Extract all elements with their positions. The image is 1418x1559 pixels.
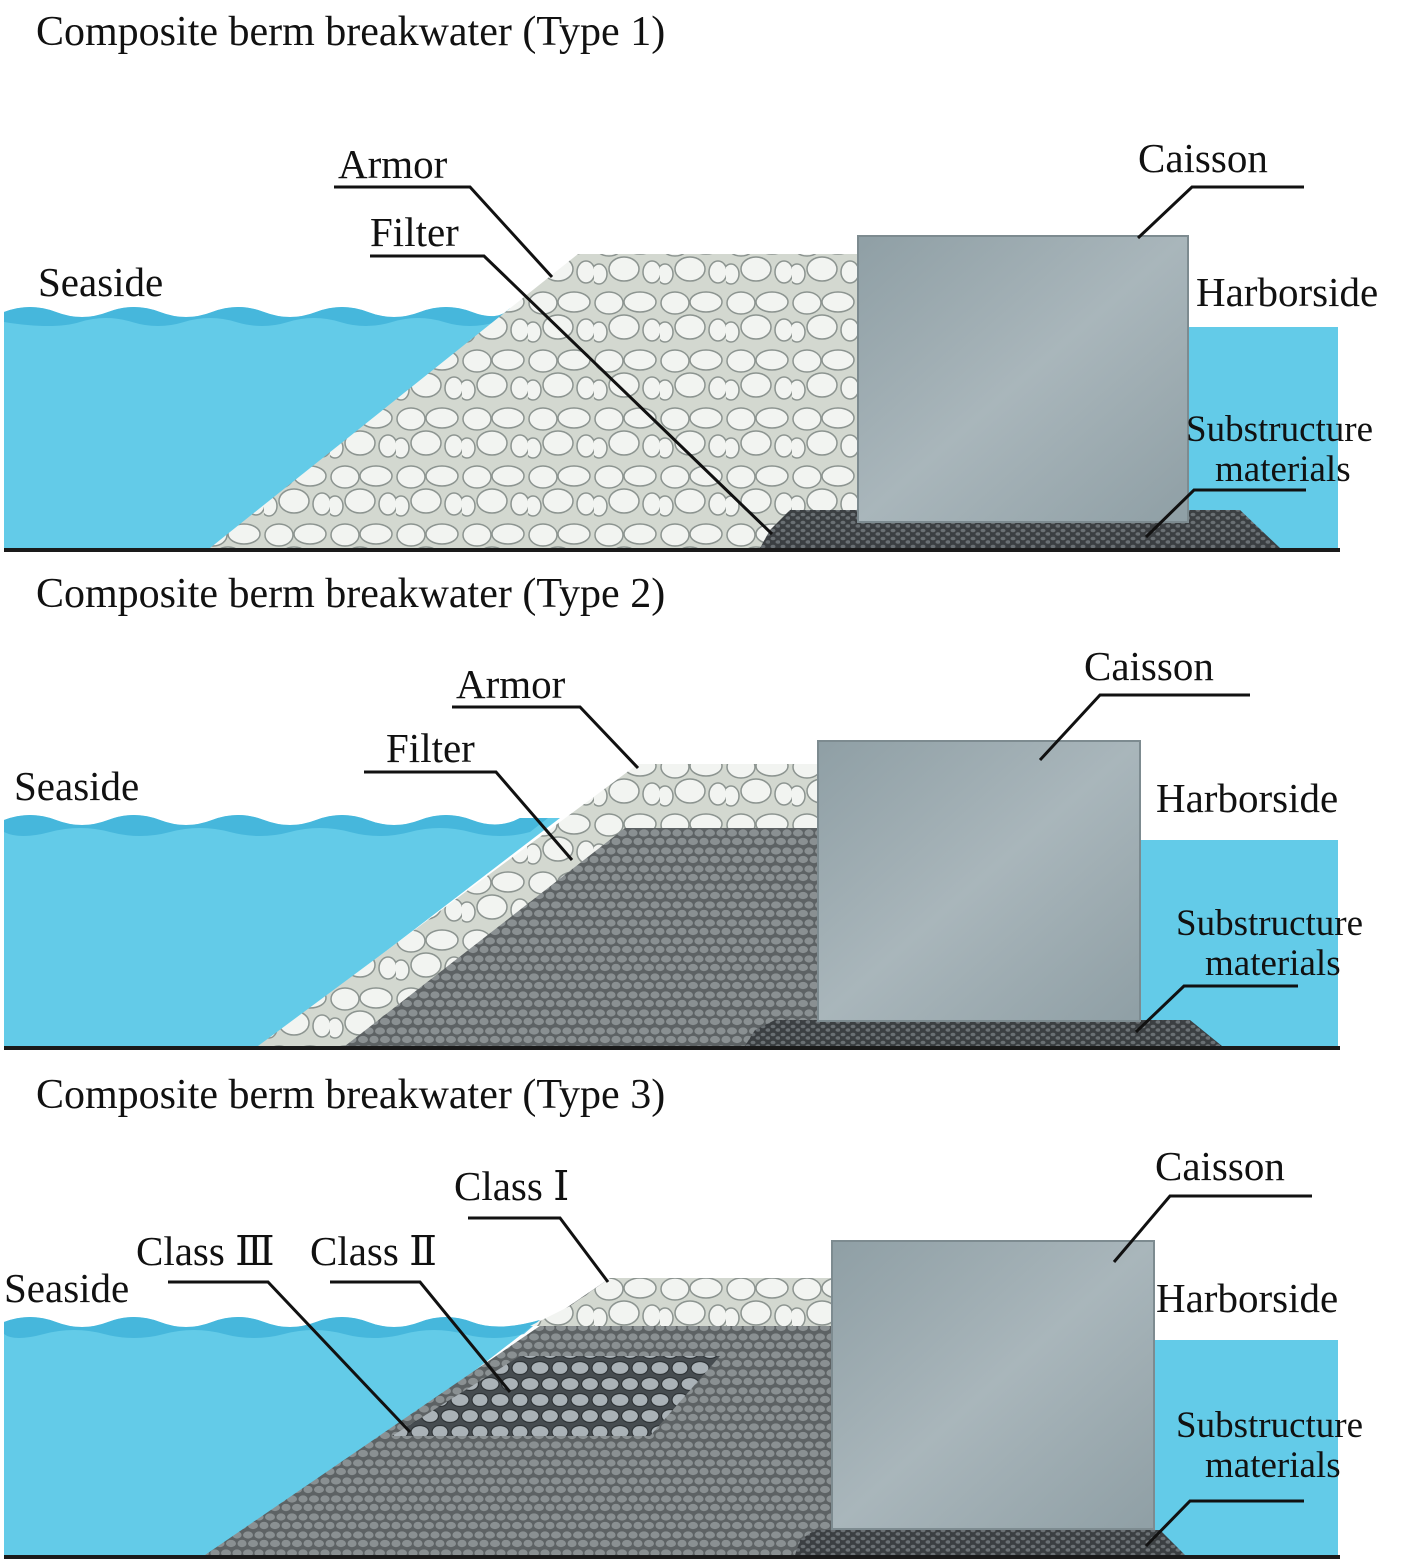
harborside-label: Harborside [1156,775,1338,821]
substructure-leader [1144,1499,1304,1548]
class1-label: Class Ⅰ [454,1163,569,1209]
seaside-label: Seaside [14,763,139,809]
substructure-label: Substructure [1186,409,1373,450]
wave-band [4,307,510,326]
substructure-label-line2: materials [1205,1445,1341,1486]
substructure-materials [795,1530,1185,1555]
armor-label: Armor [456,661,566,707]
armor-leader [334,185,554,279]
filter-leader [364,770,574,861]
harborside-label: Harborside [1156,1275,1338,1321]
caisson-leader [1112,1194,1312,1263]
harbor-water [1150,1340,1338,1555]
wave-band [4,1317,540,1338]
substructure-label-line2: materials [1215,449,1351,490]
seaside-label: Seaside [4,1265,129,1311]
caisson-label: Caisson [1138,135,1268,181]
filter-label: Filter [370,209,459,255]
caisson [817,740,1141,1022]
armor-leader [452,705,640,770]
harborside-label: Harborside [1196,269,1378,315]
caisson-label: Caisson [1155,1143,1285,1189]
harbor-water [1138,840,1338,1046]
filter-layer [345,828,820,1046]
sea-water [4,307,510,548]
armor-layer [210,254,860,548]
panel-type2: Composite berm breakwater (Type 2) Seasi… [4,571,1363,1050]
armor-label: Armor [338,141,448,187]
substructure-leader [1134,984,1298,1034]
caisson-label: Caisson [1084,643,1214,689]
substructure-label: Substructure [1176,903,1363,944]
panel-type1: Composite berm breakwater (Type 1) Seasi… [4,9,1378,552]
caisson-leader [1136,185,1304,240]
class2-label: Class Ⅱ [310,1228,437,1274]
panel-type3: Composite berm breakwater (Type 3) Seasi… [4,1072,1363,1559]
class3-label: Class Ⅲ [136,1228,275,1274]
substructure-materials [745,1020,1222,1046]
caisson [831,1240,1155,1530]
caisson [857,235,1189,523]
sea-water [4,815,560,1046]
substructure-label-line2: materials [1205,943,1341,984]
class1-armor-layer [530,1278,832,1326]
class1-leader [468,1216,610,1283]
panel-title: Composite berm breakwater (Type 2) [36,571,665,617]
wave-band [4,815,548,836]
filter-leader [370,254,774,536]
sea-water [4,1317,540,1559]
class3-leader [168,1280,412,1434]
seaside-label: Seaside [38,259,163,305]
substructure-leader [1144,488,1306,539]
class2-layer [392,1356,720,1436]
caisson-leader [1038,693,1250,762]
filter-label: Filter [386,725,475,771]
substructure-label: Substructure [1176,1405,1363,1446]
class2-leader [330,1280,512,1393]
panel-title: Composite berm breakwater (Type 1) [36,9,665,55]
panel-title: Composite berm breakwater (Type 3) [36,1072,665,1118]
